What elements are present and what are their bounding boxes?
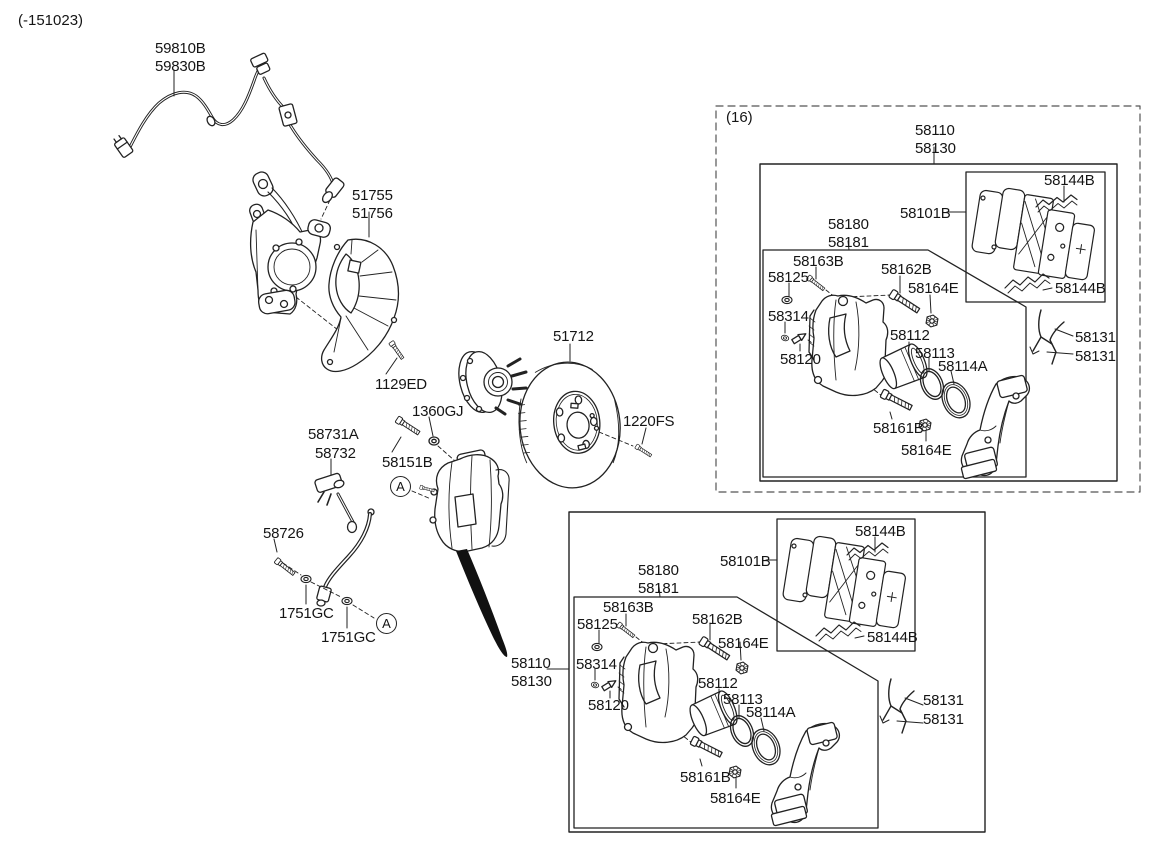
revision-code: (-151023)	[18, 12, 84, 29]
part-label-58151B: 58151B	[382, 454, 433, 471]
steering-knuckle-drawing	[249, 171, 339, 331]
part-label-58164E: 58164E	[901, 442, 952, 459]
part-label-58164E: 58164E	[908, 280, 959, 297]
part-label-58110: 58110	[915, 122, 955, 139]
abs-sensor-cable-drawing	[113, 52, 345, 220]
part-label-58181: 58181	[828, 234, 869, 251]
part-label-58131: 58131	[1075, 348, 1116, 365]
part-label-1220FS: 1220FS	[623, 413, 675, 430]
part-label-58164E: 58164E	[710, 790, 761, 807]
part-label-58101B: 58101B	[900, 205, 951, 222]
part-label-58314: 58314	[576, 656, 617, 673]
part-label-58112: 58112	[890, 327, 930, 344]
part-label-58125: 58125	[577, 616, 618, 633]
part-label-58130: 58130	[915, 140, 956, 157]
part-label-58163B: 58163B	[603, 599, 654, 616]
part-label-51755: 51755	[352, 187, 393, 204]
part-label-58131: 58131	[1075, 329, 1116, 346]
part-label-58161B: 58161B	[680, 769, 731, 786]
part-label-58144B: 58144B	[1044, 172, 1095, 189]
pointer-wedge	[456, 549, 508, 657]
brake-hose-drawing	[273, 458, 375, 629]
part-label-58162B: 58162B	[881, 261, 932, 278]
caliper-assembled-drawing	[411, 449, 510, 553]
callout-a-upper: A	[390, 476, 411, 497]
part-label-58131: 58131	[923, 692, 964, 709]
callout-a-lower: A	[376, 613, 397, 634]
part-label-58101B: 58101B	[720, 553, 771, 570]
part-label-58120: 58120	[588, 697, 629, 714]
part-label-58130: 58130	[511, 673, 552, 690]
part-label-51712: 51712	[553, 328, 594, 345]
part-label-58114A: 58114A	[938, 358, 988, 375]
dust-shield-drawing	[320, 211, 406, 375]
part-label-58314: 58314	[768, 308, 809, 325]
part-label-58144B: 58144B	[867, 629, 918, 646]
part-label-58144B: 58144B	[1055, 280, 1106, 297]
part-label-58113: 58113	[915, 345, 955, 362]
part-label-58144B: 58144B	[855, 523, 906, 540]
part-label-58110: 58110	[511, 655, 551, 672]
upper-caliper-kit-box	[715, 105, 1141, 493]
part-label-51756: 51756	[352, 205, 393, 222]
part-label-58162B: 58162B	[692, 611, 743, 628]
part-label-59830B: 59830B	[155, 58, 206, 75]
part-label-1751GC: 1751GC	[321, 629, 376, 646]
part-label-58120: 58120	[780, 351, 821, 368]
part-label-58163B: 58163B	[793, 253, 844, 270]
part-label-58726: 58726	[263, 525, 304, 542]
part-label-1751GC: 1751GC	[279, 605, 334, 622]
part-label-59810B: 59810B	[155, 40, 206, 57]
part-label-58114A: 58114A	[746, 704, 796, 721]
part-label-58125: 58125	[768, 269, 809, 286]
part-label-1129ED: 1129ED	[375, 376, 427, 393]
part-label-58164E: 58164E	[718, 635, 769, 652]
part-label-58161B: 58161B	[873, 420, 924, 437]
part-label-58131: 58131	[923, 711, 964, 728]
part-label-58731A: 58731A	[308, 426, 359, 443]
lower-caliper-kit-box	[546, 511, 986, 833]
part-label-58732: 58732	[315, 445, 356, 462]
part-label-1360GJ: 1360GJ	[412, 403, 464, 420]
part-label-58180: 58180	[828, 216, 869, 233]
group-tag: (16)	[726, 109, 753, 126]
part-label-58113: 58113	[723, 691, 763, 708]
brake-disc-drawing	[518, 361, 621, 489]
part-label-58112: 58112	[698, 675, 738, 692]
part-label-58180: 58180	[638, 562, 679, 579]
hub-bearing-drawing	[458, 350, 528, 416]
part-label-58181: 58181	[638, 580, 679, 597]
